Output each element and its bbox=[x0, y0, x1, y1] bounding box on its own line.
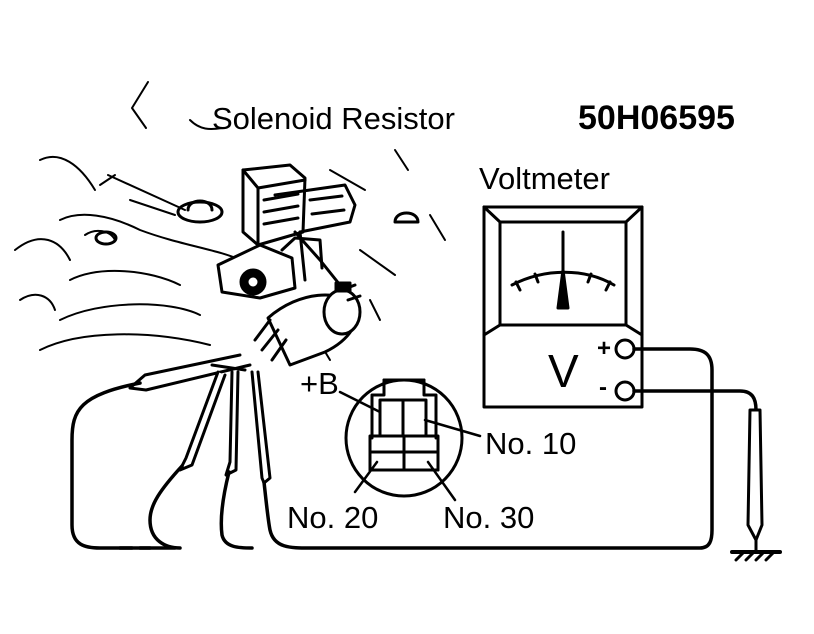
voltmeter-label: Voltmeter bbox=[479, 161, 610, 196]
leader-lines bbox=[338, 390, 482, 502]
positive-terminal-sign: + bbox=[597, 335, 612, 362]
connector-plug bbox=[253, 281, 362, 367]
test-wiring bbox=[70, 347, 758, 550]
solenoid-resistor bbox=[216, 163, 357, 300]
probe-leads bbox=[128, 353, 272, 485]
connector-face bbox=[344, 378, 464, 498]
engine-background-sketch bbox=[14, 81, 446, 361]
voltmeter-symbol: V bbox=[548, 345, 579, 397]
supply-label: +B bbox=[300, 366, 339, 401]
figure-code: 50H06595 bbox=[578, 99, 735, 137]
solenoid-resistor-label: Solenoid Resistor bbox=[212, 101, 455, 136]
pin-20-label: No. 20 bbox=[287, 500, 379, 535]
engine-bosses bbox=[94, 199, 420, 246]
pin-30-label: No. 30 bbox=[443, 500, 535, 535]
pin-10-label: No. 10 bbox=[485, 426, 577, 461]
ground-probe bbox=[730, 408, 782, 562]
negative-terminal-sign: - bbox=[599, 374, 607, 401]
voltmeter bbox=[482, 205, 644, 409]
